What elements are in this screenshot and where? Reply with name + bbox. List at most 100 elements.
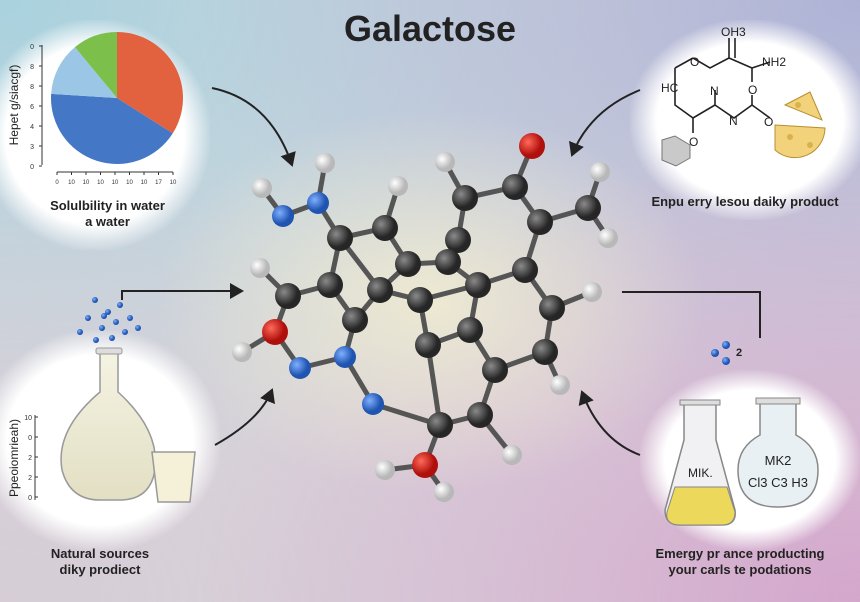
cup-icon — [151, 451, 196, 503]
carbon-atom — [539, 295, 565, 321]
carbon-atom — [445, 227, 471, 253]
y-tick-label: 6 — [30, 104, 34, 111]
round-flask-icon — [737, 397, 819, 508]
x-tick-label: 10 — [112, 180, 119, 186]
carbon-atom — [275, 283, 301, 309]
hydrogen-atom — [232, 342, 252, 362]
carbon-atom — [465, 272, 491, 298]
cheese-icon — [774, 91, 826, 159]
caption-line: a water — [85, 214, 130, 229]
bubble — [113, 319, 119, 325]
carbon-atom — [317, 272, 343, 298]
carbon-atom — [427, 412, 453, 438]
bubble — [105, 309, 111, 315]
label-o4: O — [689, 135, 698, 149]
bubble — [109, 335, 115, 341]
carbon-atom — [512, 257, 538, 283]
carbon-atom — [575, 195, 601, 221]
bubble — [135, 325, 141, 331]
label-n1: N — [710, 84, 719, 98]
x-tick-label: 10 — [83, 180, 90, 186]
arrow-top-right — [569, 89, 641, 157]
y-tick-label: 2 — [28, 455, 32, 462]
nitrogen-atom — [272, 205, 294, 227]
carbon-atom — [395, 251, 421, 277]
structural-formula — [674, 38, 771, 133]
y-tick-label: 0 — [30, 44, 34, 51]
hydrogen-atom — [550, 375, 570, 395]
carbon-atom — [327, 225, 353, 251]
caption-line: Solulbility in water — [50, 198, 165, 213]
caption-line: Natural sources — [50, 546, 150, 561]
bubble — [101, 313, 107, 319]
galactose-molecule-model — [232, 133, 618, 502]
bubble — [77, 329, 83, 335]
y-tick-label: 2 — [28, 475, 32, 482]
connector-right — [622, 291, 761, 338]
pie-slice-3 — [74, 32, 117, 98]
nitrogen-atom — [289, 357, 311, 379]
nitrogen-atom — [362, 393, 384, 415]
y-tick-label: 4 — [30, 124, 34, 131]
bubble — [92, 297, 98, 303]
carbon-atom — [532, 339, 558, 365]
page-title: Galactose — [343, 8, 517, 49]
carbon-atom — [435, 249, 461, 275]
label-n2: N — [729, 114, 738, 128]
arrow-bottom-left — [214, 388, 275, 446]
hydrogen-atom — [250, 258, 270, 278]
oxygen-atom — [262, 319, 288, 345]
hydrogen-atom — [252, 178, 272, 198]
label-o3: O — [764, 115, 773, 129]
carbon-atom — [407, 287, 433, 313]
hydrogen-atom — [435, 152, 455, 172]
hydrogen-atom — [388, 176, 408, 196]
bubble — [127, 315, 133, 321]
label-oh3: OH3 — [721, 25, 746, 39]
x-tick-label: 0 — [55, 180, 59, 186]
carbon-atom — [467, 402, 493, 428]
label-o1: O — [690, 55, 699, 69]
hydrogen-atom — [502, 445, 522, 465]
flask1-label: MIK. — [688, 466, 713, 480]
caption-top-right: Enpu erry lesou daiky product — [651, 194, 839, 209]
x-tick-label: 10 — [170, 180, 177, 186]
bond — [425, 342, 443, 428]
bubble — [117, 302, 123, 308]
arrow-top-left — [211, 87, 296, 167]
nitrogen-atom — [307, 192, 329, 214]
y-tick-label: 8 — [30, 64, 34, 71]
x-tick-label: 10 — [68, 180, 75, 186]
pie-slice-1 — [51, 93, 173, 165]
molecule-blob-icon — [661, 135, 691, 167]
flask-icon — [60, 347, 157, 501]
pie-slice-2 — [51, 47, 118, 98]
hydrogen-atom — [315, 153, 335, 173]
carbon-atom — [527, 209, 553, 235]
hydrogen-atom — [598, 228, 618, 248]
hydrogen-atom — [590, 162, 610, 182]
bubble — [122, 329, 128, 335]
hydrogen-atom — [375, 460, 395, 480]
caption-line: diky prodiect — [59, 562, 141, 577]
x-tick-label: 10 — [126, 180, 133, 186]
carbon-atom — [452, 185, 478, 211]
y-tick-label: 3 — [30, 144, 34, 151]
carbon-atom — [372, 215, 398, 241]
x-tick-label: 10 — [141, 180, 148, 186]
oxygen-atom — [412, 452, 438, 478]
carbon-atom — [415, 332, 441, 358]
flask2-label-2: Cl3 C3 H3 — [748, 475, 808, 490]
y-tick-label: 0 — [30, 164, 34, 171]
y-tick-label: 8 — [30, 84, 34, 91]
carbon-atom — [367, 277, 393, 303]
y-tick-label: 10 — [24, 415, 32, 422]
label-o2: O — [748, 83, 757, 97]
bubble — [93, 337, 99, 343]
arrow-mid-left — [121, 283, 244, 300]
carbon-atom — [457, 317, 483, 343]
carbon-atom — [342, 307, 368, 333]
